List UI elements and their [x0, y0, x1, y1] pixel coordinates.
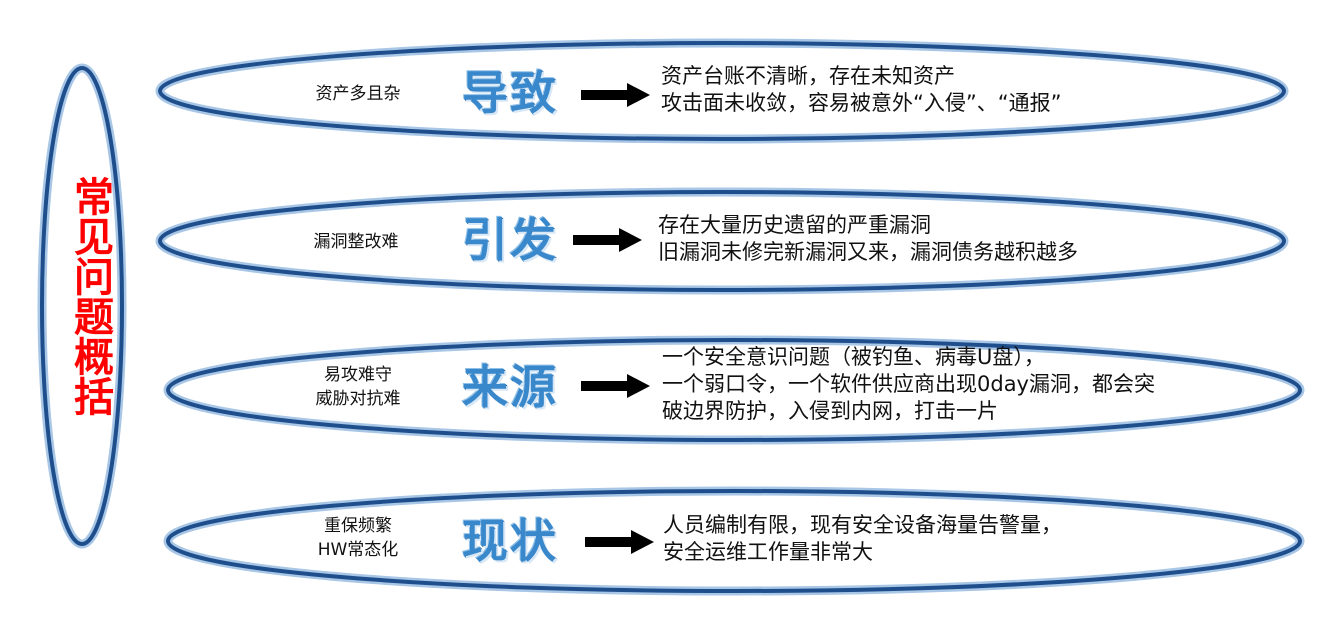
- row-4-cause-line: HW常态化: [317, 540, 399, 560]
- row-2-result-line: 存在大量历史遗留的严重漏洞: [658, 213, 931, 237]
- row-1-cause: 资产多且杂: [278, 82, 438, 106]
- row-ellipse-1: [155, 38, 1289, 144]
- row-3-keyword: 来源: [462, 360, 558, 414]
- row-ellipse-3: [163, 335, 1305, 445]
- arrow-icon: [585, 530, 654, 554]
- row-ellipse-2: [155, 187, 1289, 295]
- row-1-result-line: 资产台账不清晰，存在未知资产: [661, 64, 955, 88]
- summary-title: 常见问题概括: [67, 176, 113, 416]
- row-4-cause: 重保频繁 HW常态化: [278, 514, 438, 562]
- row-3-result-line: 一个安全意识问题（被钓鱼、病毒U盘），: [662, 345, 1045, 369]
- row-4-keyword: 现状: [462, 514, 558, 568]
- summary-ellipse: [37, 63, 127, 549]
- row-1-result-line: 攻击面未收敛，容易被意外“入侵”、“通报”: [661, 91, 1062, 115]
- row-3-cause-line: 威胁对抗难: [315, 389, 401, 409]
- row-1-keyword: 导致: [462, 66, 558, 120]
- row-2-keyword: 引发: [462, 213, 558, 267]
- row-ellipse-4: [163, 486, 1305, 596]
- row-3-result-line: 一个弱口令，一个软件供应商出现0day漏洞，都会突: [662, 372, 1155, 396]
- row-4-result: 人员编制有限，现有安全设备海量告警量， 安全运维工作量非常大: [663, 512, 1062, 566]
- row-1-cause-line: 资产多且杂: [315, 84, 401, 104]
- row-4-cause-line: 重保频繁: [324, 516, 392, 536]
- row-2-result: 存在大量历史遗留的严重漏洞 旧漏洞未修完新漏洞又来，漏洞债务越积越多: [658, 212, 1078, 266]
- row-4-result-line: 安全运维工作量非常大: [663, 540, 873, 564]
- row-3-result-line: 破边界防护，入侵到内网，打击一片: [662, 399, 998, 423]
- row-1-result: 资产台账不清晰，存在未知资产 攻击面未收敛，容易被意外“入侵”、“通报”: [661, 63, 1062, 117]
- row-3-cause: 易攻难守 威胁对抗难: [278, 363, 438, 411]
- row-4-result-line: 人员编制有限，现有安全设备海量告警量，: [663, 513, 1062, 537]
- row-3-result: 一个安全意识问题（被钓鱼、病毒U盘）， 一个弱口令，一个软件供应商出现0day漏…: [662, 344, 1155, 425]
- row-2-cause-line: 漏洞整改难: [313, 232, 399, 252]
- row-2-cause: 漏洞整改难: [276, 230, 436, 254]
- arrow-icon: [581, 374, 650, 398]
- row-2-result-line: 旧漏洞未修完新漏洞又来，漏洞债务越积越多: [658, 240, 1078, 264]
- arrow-icon: [573, 228, 642, 252]
- row-3-cause-line: 易攻难守: [324, 365, 392, 385]
- arrow-icon: [581, 83, 650, 107]
